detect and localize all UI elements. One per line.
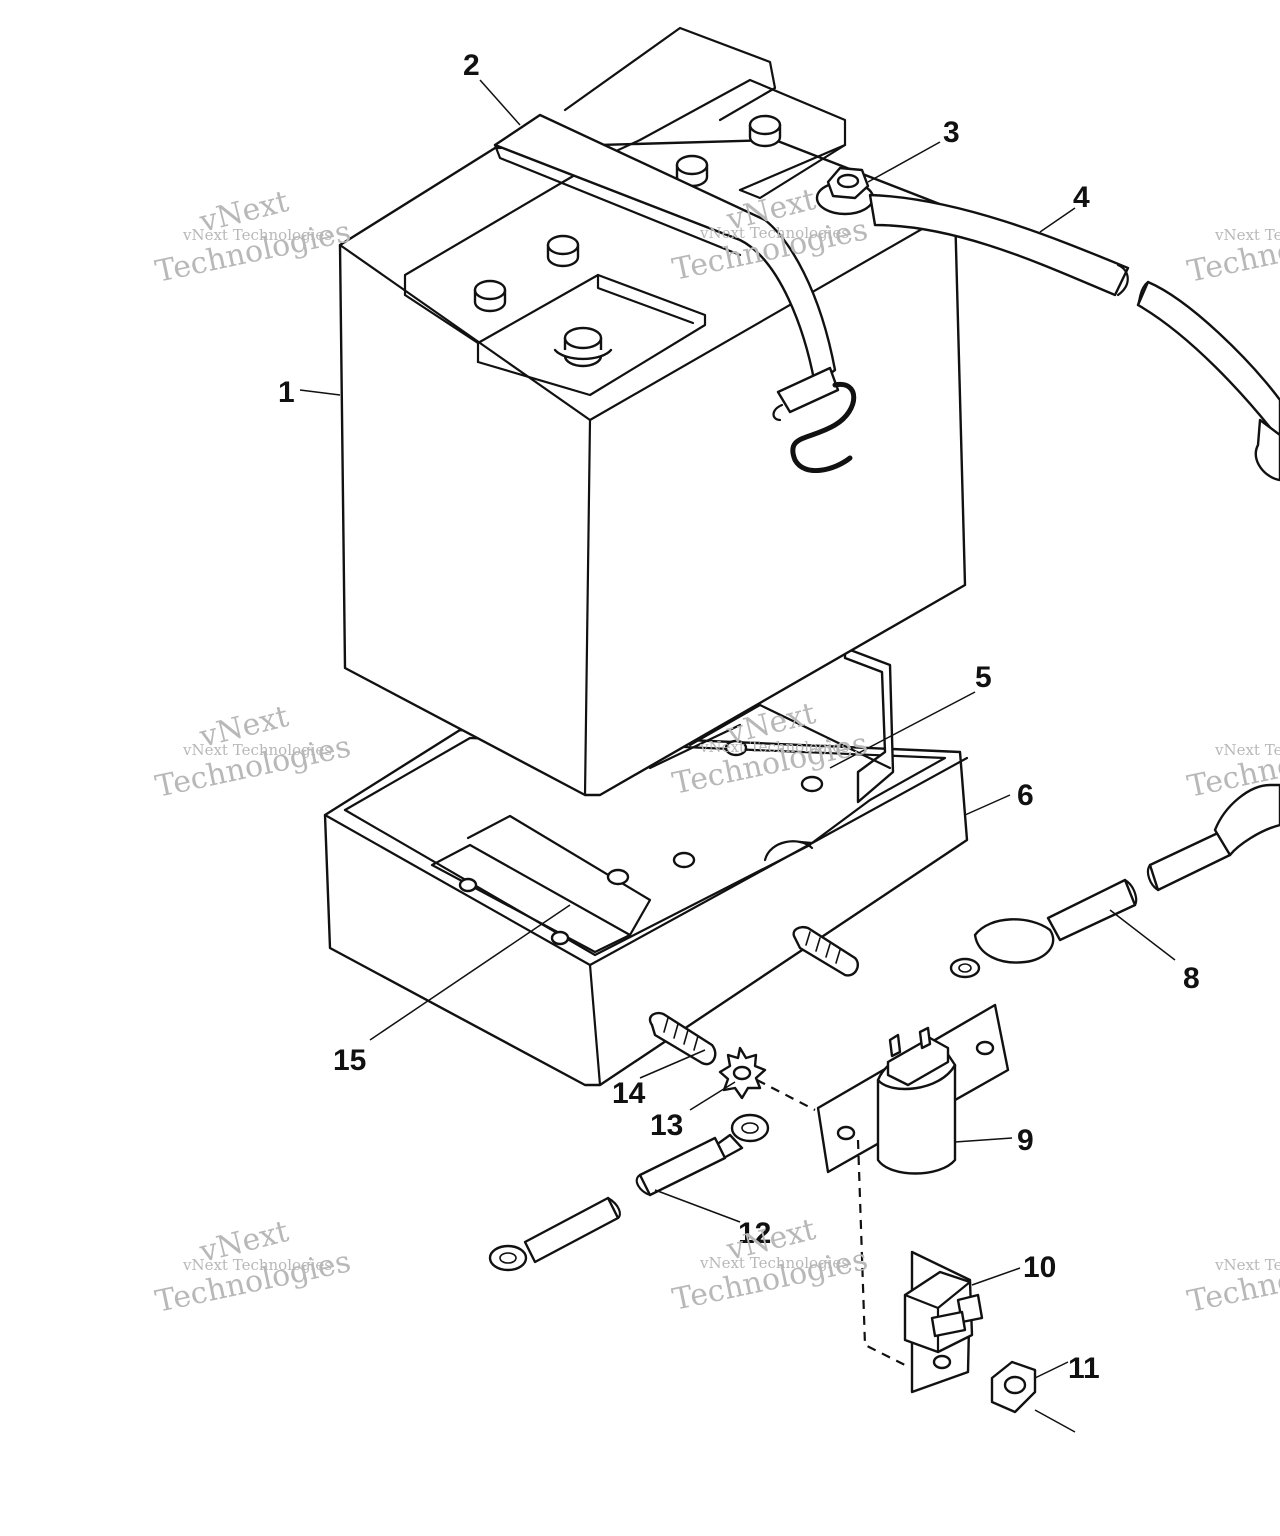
assembly-lines (756, 1079, 906, 1366)
watermark-text: vNext Technologies (1214, 741, 1280, 759)
watermark-text: vNext Technologies (182, 226, 332, 244)
starter-solenoid (816, 1003, 1010, 1175)
watermark-text: vNext Technologies (1214, 1256, 1280, 1274)
module-bracket (903, 1250, 984, 1394)
leader-lines (299, 79, 1176, 1433)
callout-4: 4 (1073, 181, 1090, 214)
hex-nut (990, 1360, 1037, 1414)
callout-11: 11 (1068, 1352, 1100, 1385)
negative-cable (949, 783, 1280, 979)
callout-1: 1 (278, 376, 295, 409)
callout-labels: 1 2 3 4 5 6 8 9 10 11 12 13 14 15 (278, 49, 1200, 1385)
watermark-text: vNext Technologies (699, 224, 849, 242)
studs (648, 925, 859, 1066)
watermark-text: vNext Technologies (182, 741, 332, 759)
callout-8: 8 (1183, 962, 1200, 995)
callout-15: 15 (333, 1044, 366, 1077)
ground-cable (488, 1113, 770, 1272)
callout-2: 2 (463, 49, 480, 82)
callout-3: 3 (943, 116, 960, 149)
callout-9: 9 (1017, 1124, 1034, 1157)
terminal-nut (815, 166, 875, 216)
callout-5: 5 (975, 661, 992, 694)
callout-14: 14 (612, 1077, 646, 1110)
battery-tray (323, 646, 969, 1087)
star-washer (718, 1046, 767, 1100)
watermark: vNext Technologies vNext Technologies vN… (152, 182, 1280, 1320)
callout-6: 6 (1017, 779, 1034, 812)
watermark-text: vNext Technologies (699, 1254, 849, 1272)
callout-12: 12 (738, 1217, 771, 1250)
callout-13: 13 (650, 1109, 683, 1142)
hold-down-strap (493, 113, 857, 474)
watermark-text: vNext Technologies (1214, 226, 1280, 244)
watermark-text: vNext Technologies (182, 1256, 332, 1274)
battery (338, 26, 967, 797)
watermark-text: vNext Technologies (699, 738, 849, 756)
callout-10: 10 (1023, 1251, 1056, 1284)
terminal-posts (473, 114, 782, 368)
